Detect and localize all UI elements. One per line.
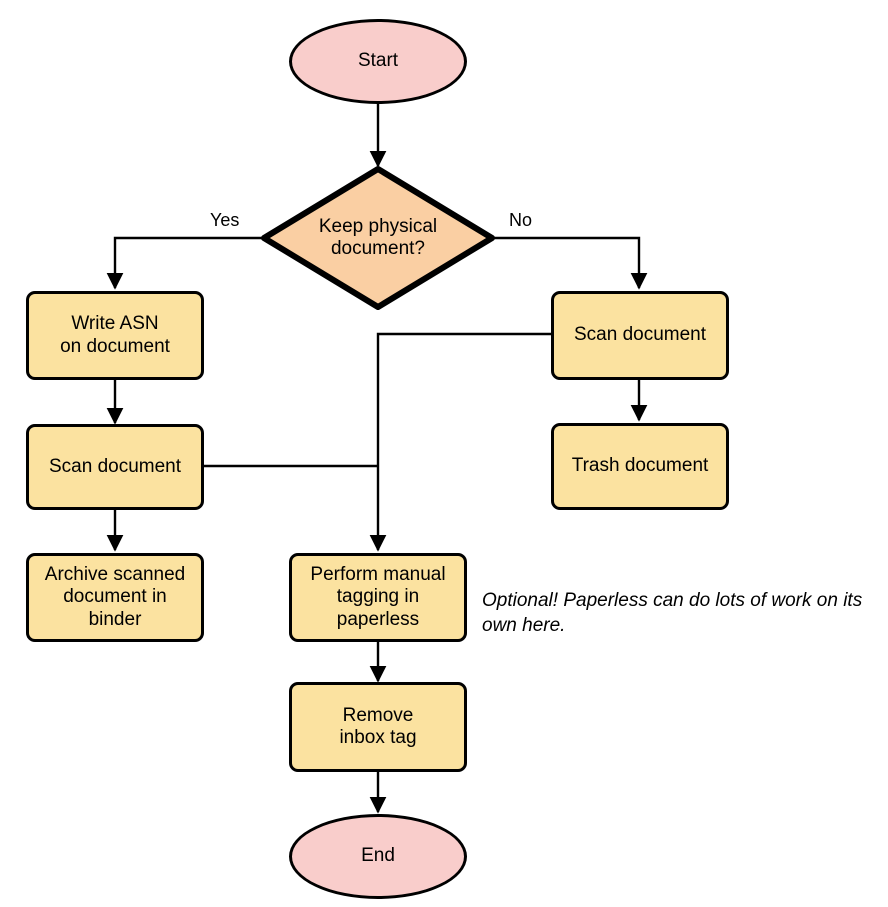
node-archive-scanned-document[interactable]: Archive scanned document in binder — [26, 553, 204, 642]
node-end[interactable]: End — [289, 814, 467, 899]
node-start-label: Start — [357, 50, 399, 72]
edge-scan-right-to-tagging — [369, 332, 551, 552]
node-trash-document[interactable]: Trash document — [551, 423, 729, 510]
node-end-label: End — [361, 845, 395, 867]
node-trash-document-label: Trash document — [571, 455, 709, 477]
node-perform-manual-tagging[interactable]: Perform manual tagging in paperless — [289, 553, 467, 642]
node-write-asn-on-document[interactable]: Write ASN on document — [26, 291, 204, 380]
node-archive-label: Archive scanned document in binder — [44, 563, 186, 630]
node-scan-document-right[interactable]: Scan document — [551, 291, 729, 380]
edge-decision-no-to-scan-right — [490, 236, 648, 290]
node-scan-document-left[interactable]: Scan document — [26, 424, 204, 510]
edge-decision-yes-to-write-asn — [106, 236, 266, 290]
node-decision-label: Keep physical document? — [318, 215, 438, 259]
node-start[interactable]: Start — [289, 19, 467, 104]
node-write-asn-label: Write ASN on document — [60, 313, 170, 357]
node-remove-inbox-tag[interactable]: Remove inbox tag — [289, 682, 467, 772]
node-scan-document-left-label: Scan document — [48, 455, 182, 477]
node-remove-inbox-tag-label: Remove inbox tag — [339, 704, 417, 748]
node-scan-document-right-label: Scan document — [573, 324, 707, 346]
node-keep-physical-document-decision[interactable]: Keep physical document? — [260, 165, 496, 311]
edge-label-yes: Yes — [210, 210, 240, 230]
node-perform-manual-tagging-label: Perform manual tagging in paperless — [310, 563, 446, 630]
decision-diamond-shape — [261, 166, 495, 310]
edge-label-no: No — [509, 210, 533, 230]
annotation-optional-note: Optional! Paperless can do lots of work … — [482, 590, 863, 637]
